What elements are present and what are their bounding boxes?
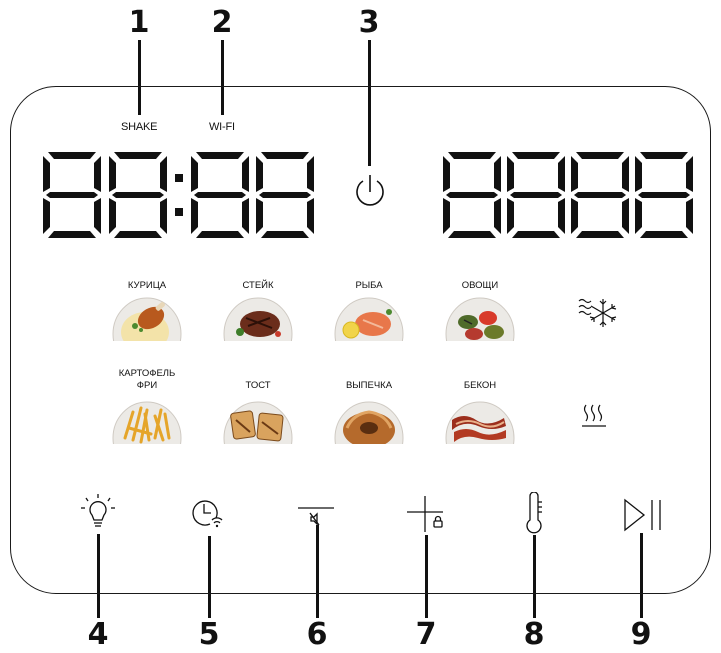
shake-indicator: SHAKE bbox=[121, 121, 158, 133]
callout-line-5 bbox=[208, 536, 211, 618]
callout-5: 5 bbox=[198, 617, 220, 652]
program-fish[interactable]: РЫБА bbox=[319, 280, 419, 345]
callout-6: 6 bbox=[306, 617, 328, 652]
bacon-dish-icon bbox=[445, 401, 515, 444]
heat-icon[interactable] bbox=[580, 402, 608, 430]
toast-dish-icon bbox=[223, 401, 293, 444]
program-vegetables[interactable]: ОВОЩИ bbox=[430, 280, 530, 345]
fries-dish-icon bbox=[112, 401, 182, 444]
program-fries[interactable]: КАРТОФЕЛЬ ФРИ bbox=[97, 368, 197, 446]
plus-lock-icon[interactable] bbox=[405, 494, 447, 534]
light-icon[interactable] bbox=[78, 493, 118, 535]
program-label: ВЫПЕЧКА bbox=[345, 380, 393, 391]
callout-9: 9 bbox=[630, 617, 652, 652]
defrost-icon[interactable] bbox=[577, 295, 617, 329]
callout-line-8 bbox=[533, 535, 536, 618]
control-panel bbox=[10, 86, 711, 594]
wifi-indicator: WI-FI bbox=[209, 121, 235, 133]
right-segment-display bbox=[443, 152, 693, 238]
fish-dish-icon bbox=[334, 297, 404, 341]
callout-line-3 bbox=[368, 40, 371, 166]
minus-mute-icon[interactable] bbox=[296, 505, 338, 527]
steak-dish-icon bbox=[223, 297, 293, 341]
program-label: ТОСТ bbox=[245, 380, 271, 391]
callout-4: 4 bbox=[87, 617, 109, 652]
callout-line-7 bbox=[425, 535, 428, 618]
program-steak[interactable]: СТЕЙК bbox=[208, 280, 308, 345]
program-label: КУРИЦА bbox=[127, 280, 167, 291]
temperature-icon[interactable] bbox=[522, 492, 546, 536]
program-label: СТЕЙК bbox=[242, 280, 274, 291]
callout-7: 7 bbox=[415, 617, 437, 652]
vegetables-dish-icon bbox=[445, 297, 515, 341]
callout-line-1 bbox=[138, 40, 141, 115]
program-toast[interactable]: ТОСТ bbox=[208, 380, 308, 446]
start-pause-icon[interactable] bbox=[622, 497, 664, 533]
callout-3: 3 bbox=[358, 5, 380, 40]
callout-line-6 bbox=[316, 525, 319, 618]
callout-1: 1 bbox=[128, 5, 150, 40]
program-label: ОВОЩИ bbox=[461, 280, 499, 291]
program-pastry[interactable]: ВЫПЕЧКА bbox=[319, 380, 419, 446]
program-chicken[interactable]: КУРИЦА bbox=[97, 280, 197, 345]
callout-2: 2 bbox=[211, 5, 233, 40]
callout-line-9 bbox=[640, 533, 643, 618]
program-bacon[interactable]: БЕКОН bbox=[430, 380, 530, 446]
pastry-dish-icon bbox=[334, 401, 404, 444]
timer-wifi-icon[interactable] bbox=[190, 497, 226, 533]
program-label: КАРТОФЕЛЬ ФРИ bbox=[118, 368, 176, 391]
callout-8: 8 bbox=[523, 617, 545, 652]
left-segment-display bbox=[43, 152, 314, 238]
chicken-dish-icon bbox=[112, 297, 182, 341]
program-label: БЕКОН bbox=[463, 380, 497, 391]
power-icon[interactable] bbox=[352, 172, 388, 212]
callout-line-2 bbox=[221, 40, 224, 115]
program-label: РЫБА bbox=[355, 280, 383, 291]
callout-line-4 bbox=[97, 534, 100, 618]
